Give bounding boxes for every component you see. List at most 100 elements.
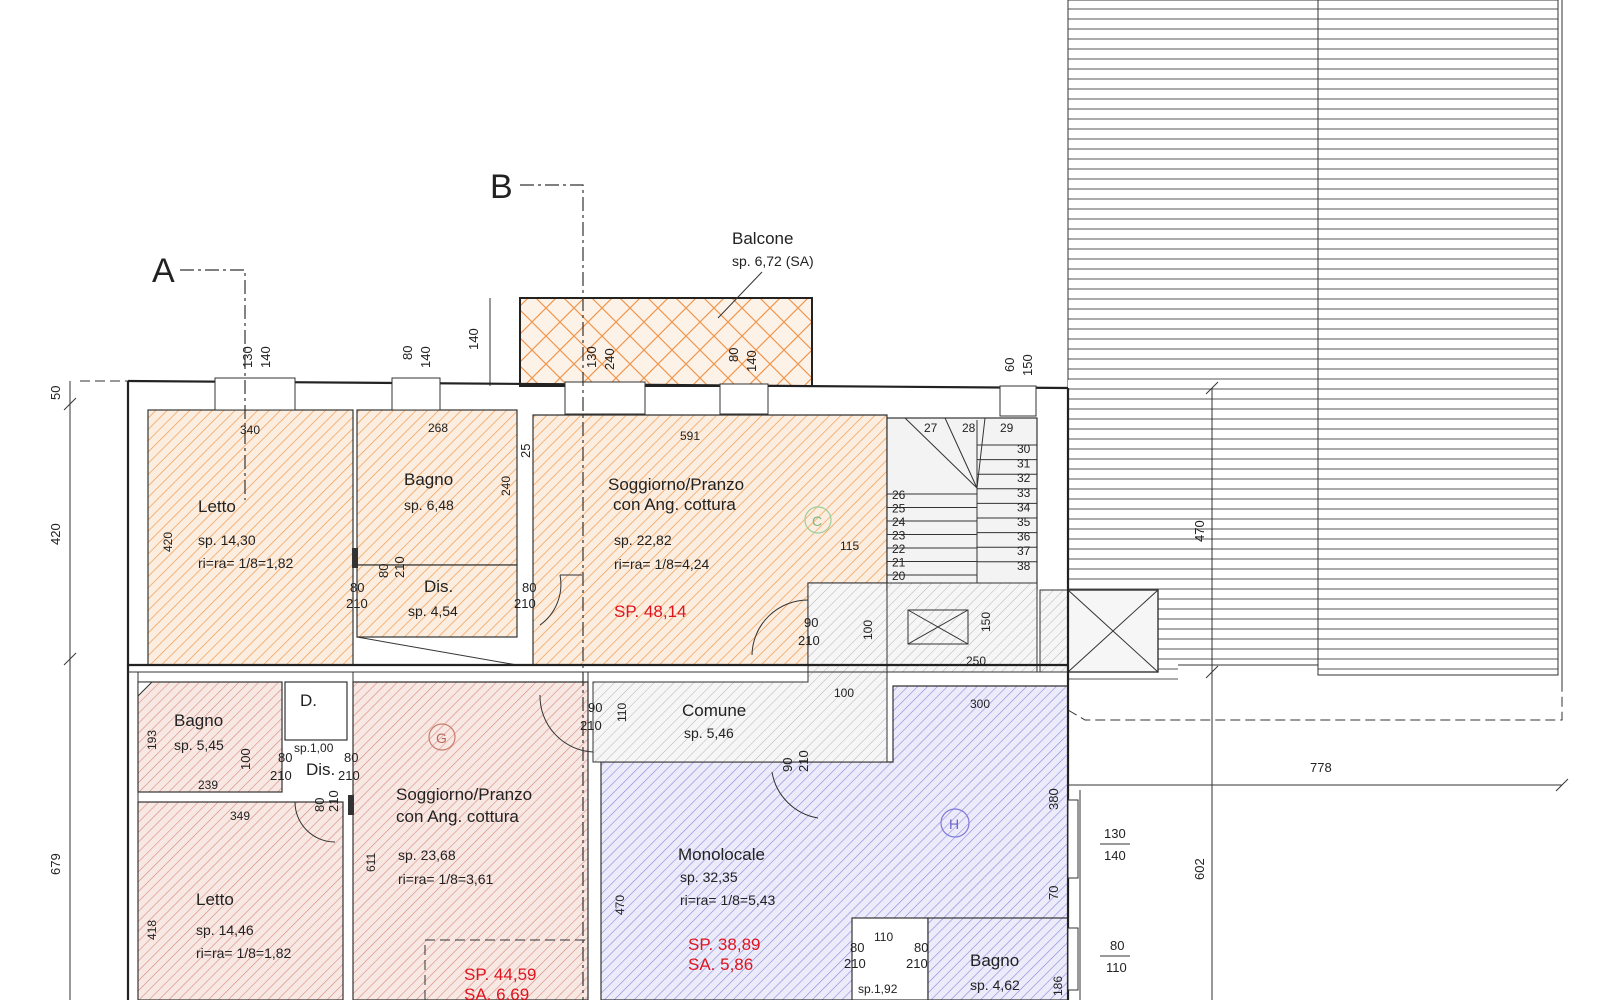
door7-h: 210	[270, 768, 292, 783]
door9-w: 80	[312, 798, 327, 812]
door2-h: 210	[392, 556, 407, 578]
room-hall-c	[356, 564, 518, 638]
closet-g	[284, 681, 348, 741]
stair-step-number: 34	[1017, 500, 1031, 514]
apt-g-total1: SP. 44,59	[464, 965, 536, 984]
door5-h: 210	[580, 718, 602, 733]
door3-w: 80	[522, 580, 536, 595]
common-h: 110	[615, 703, 629, 722]
w4-a: 80	[726, 348, 741, 362]
bed-g-area: sp. 14,46	[196, 922, 254, 938]
bed-g-h: 418	[145, 920, 159, 940]
closet-h-w: 110	[874, 930, 893, 944]
section-a: A	[152, 252, 175, 290]
door9-h: 210	[326, 790, 341, 812]
stair-winder	[944, 417, 978, 489]
apt-h-total1: SP. 38,89	[688, 935, 760, 954]
door4-h: 210	[798, 633, 820, 648]
door6-w: 90	[780, 758, 795, 772]
bath-c-name: Bagno	[404, 470, 453, 489]
roof-area	[1067, 0, 1563, 721]
living-c-total: SP. 48,14	[614, 602, 686, 621]
dim-right-470: 470	[1192, 520, 1207, 542]
w2-a: 80	[400, 346, 415, 360]
hall-c-name: Dis.	[424, 577, 453, 596]
living-c-ratio: ri=ra= 1/8=4,24	[614, 556, 710, 572]
section-b: B	[490, 168, 513, 206]
bed-c-height: 420	[161, 532, 175, 552]
bath-h-area: sp. 4,62	[970, 977, 1020, 993]
dim-70: 70	[1046, 886, 1061, 900]
living-g-ratio: ri=ra= 1/8=3,61	[398, 871, 494, 887]
bed-g-name: Letto	[196, 890, 234, 909]
bath-g-h: 193	[145, 730, 159, 750]
bath-h-name: Bagno	[970, 951, 1019, 970]
common-name: Comune	[682, 701, 746, 720]
bed-g-ratio: ri=ra= 1/8=1,82	[196, 945, 292, 961]
stair-step-number: 25	[892, 502, 906, 516]
stair-step-number: 26	[892, 488, 906, 502]
stair-step-number: 32	[1017, 471, 1031, 485]
bath-h-h: 186	[1051, 976, 1065, 996]
stair-step-number: 29	[1000, 421, 1014, 435]
stair-step-number: 35	[1017, 515, 1031, 529]
apt-h-total2: SA. 5,86	[688, 955, 753, 974]
dim-right-602: 602	[1192, 858, 1207, 880]
stair-step-number: 27	[924, 421, 938, 435]
stair-step-number: 33	[1017, 486, 1031, 500]
living-g-name2: con Ang. cottura	[396, 807, 519, 826]
bath-g-area: sp. 5,45	[174, 737, 224, 753]
dim-left-420: 420	[48, 523, 63, 545]
bath-g-name: Bagno	[174, 711, 223, 730]
common-area-value: sp. 5,46	[684, 725, 734, 741]
stair-step-number: 36	[1017, 530, 1031, 544]
door4-w: 90	[804, 615, 818, 630]
bed-g-w: 349	[230, 809, 250, 823]
mono-name: Monolocale	[678, 845, 765, 864]
mono-h: 470	[613, 895, 627, 915]
w1-b: 140	[258, 346, 273, 368]
w7-a: 80	[1110, 938, 1124, 953]
door11-w: 80	[914, 940, 928, 955]
closet-h	[851, 917, 929, 1000]
doors: 80 210 80 210 80 210 90 210 90 210 90 21…	[238, 444, 1061, 971]
dim-left-50: 50	[48, 386, 63, 400]
door6-h: 210	[796, 750, 811, 772]
w2-b: 140	[418, 346, 433, 368]
w7-b: 110	[1106, 960, 1127, 975]
stair-winder	[976, 417, 986, 489]
living-g-name1: Soggiorno/Pranzo	[396, 785, 532, 804]
living-c-name2: con Ang. cottura	[613, 495, 736, 514]
w5-b: 150	[1020, 354, 1035, 376]
living-c-name1: Soggiorno/Pranzo	[608, 475, 744, 494]
hall-g-area: sp.1,00	[294, 741, 334, 755]
room-bed-c	[147, 409, 354, 666]
mono-area: sp. 32,35	[680, 869, 738, 885]
closet-g-label: D.	[300, 691, 317, 710]
dim-115: 115	[840, 539, 859, 553]
balcony-name: Balcone	[732, 229, 793, 248]
stair-step-number: 30	[1017, 442, 1031, 456]
door1-h: 210	[346, 596, 368, 611]
dim-left-679: 679	[48, 853, 63, 875]
dim-380: 380	[1046, 788, 1061, 810]
door8-h: 210	[338, 768, 360, 783]
balcony-depth: 140	[466, 328, 481, 350]
door7-w: 80	[278, 750, 292, 765]
door10-w: 80	[850, 940, 864, 955]
landing-gap: 100	[861, 620, 875, 640]
stair-step-number: 24	[892, 515, 906, 529]
bath-g-w: 239	[198, 778, 218, 792]
room-bath-c	[356, 409, 518, 566]
w1-a: 130	[240, 346, 255, 368]
apartment-g: Bagno sp. 5,45 193 239 D. sp.1,00 Dis. S…	[137, 681, 589, 1000]
balcony: Balcone sp. 6,72 (SA) 140	[466, 229, 814, 387]
stair-step-number: 20	[892, 569, 906, 583]
stair-winder	[904, 417, 978, 489]
dim-25: 25	[518, 444, 533, 458]
stair-step-number: 31	[1017, 457, 1031, 471]
apt-h-letter: H	[949, 816, 959, 832]
hall-g-name: Dis.	[306, 760, 335, 779]
